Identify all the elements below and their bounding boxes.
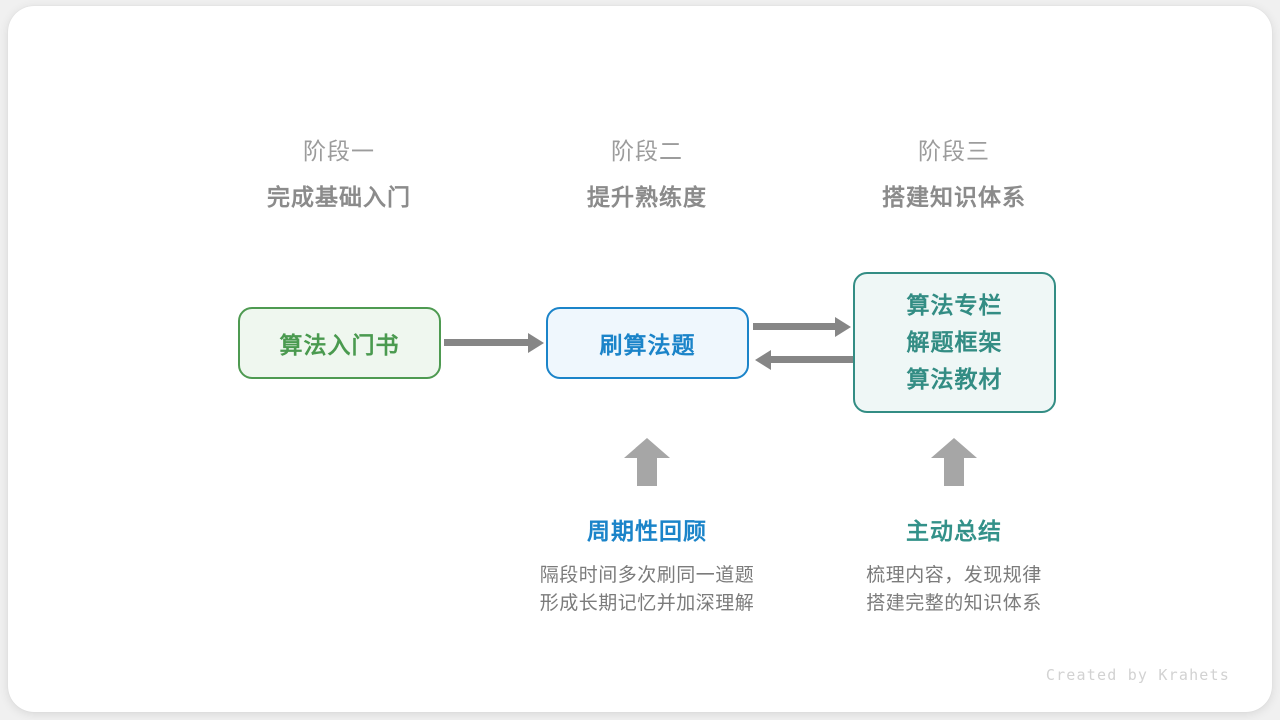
- node-learning-resources: 算法专栏 解题框架 算法教材: [853, 272, 1056, 413]
- annotation-active-summary-desc-line-1: 梳理内容，发现规律: [866, 565, 1042, 586]
- arrow-up-summary-head: [931, 438, 977, 458]
- stage-header-2: 阶段二 提升熟练度: [517, 136, 777, 212]
- stage-header-3: 阶段三 搭建知识体系: [824, 136, 1084, 212]
- node-practice-problems-label: 刷算法题: [599, 332, 696, 358]
- stage-header-1: 阶段一 完成基础入门: [209, 136, 469, 212]
- node-intro-book-label: 算法入门书: [279, 332, 400, 358]
- stage-title-1: 完成基础入门: [267, 184, 411, 210]
- annotation-periodic-review-desc: 隔段时间多次刷同一道题 形成长期记忆并加深理解: [487, 562, 807, 618]
- credit-text: Created by Krahets: [1045, 666, 1230, 684]
- stage-kicker-2: 阶段二: [611, 138, 683, 164]
- annotation-periodic-review-desc-line-1: 隔段时间多次刷同一道题: [539, 565, 755, 586]
- node-intro-book: 算法入门书: [238, 307, 441, 379]
- arrow-up-summary-shaft: [944, 456, 964, 486]
- annotation-periodic-review-title: 周期性回顾: [587, 518, 707, 544]
- node-practice-problems: 刷算法题: [546, 307, 749, 379]
- arrow-up-summary-icon: [931, 438, 977, 486]
- arrow-book-to-practice-icon: [444, 339, 529, 346]
- arrow-up-review-shaft: [637, 456, 657, 486]
- arrow-up-review-icon: [624, 438, 670, 486]
- annotation-periodic-review-desc-line-2: 形成长期记忆并加深理解: [539, 593, 755, 614]
- node-resources-line-3: 算法教材: [906, 366, 1003, 392]
- annotation-active-summary-desc: 梳理内容，发现规律 搭建完整的知识体系: [794, 562, 1114, 618]
- annotation-periodic-review: 周期性回顾 隔段时间多次刷同一道题 形成长期记忆并加深理解: [487, 516, 807, 618]
- arrow-up-review-head: [624, 438, 670, 458]
- annotation-active-summary: 主动总结 梳理内容，发现规律 搭建完整的知识体系: [794, 516, 1114, 618]
- diagram-card: 阶段一 完成基础入门 阶段二 提升熟练度 阶段三 搭建知识体系 算法入门书 刷算…: [8, 6, 1272, 712]
- arrow-resources-to-practice-icon: [770, 356, 853, 363]
- annotation-active-summary-desc-line-2: 搭建完整的知识体系: [866, 593, 1042, 614]
- stage-kicker-3: 阶段三: [918, 138, 990, 164]
- stage-kicker-1: 阶段一: [303, 138, 375, 164]
- stage-title-3: 搭建知识体系: [882, 184, 1026, 210]
- stage-title-2: 提升熟练度: [587, 184, 707, 210]
- arrow-practice-to-resources-icon: [753, 323, 836, 330]
- annotation-active-summary-title: 主动总结: [906, 518, 1002, 544]
- node-resources-line-2: 解题框架: [906, 329, 1003, 355]
- node-resources-line-1: 算法专栏: [906, 292, 1003, 318]
